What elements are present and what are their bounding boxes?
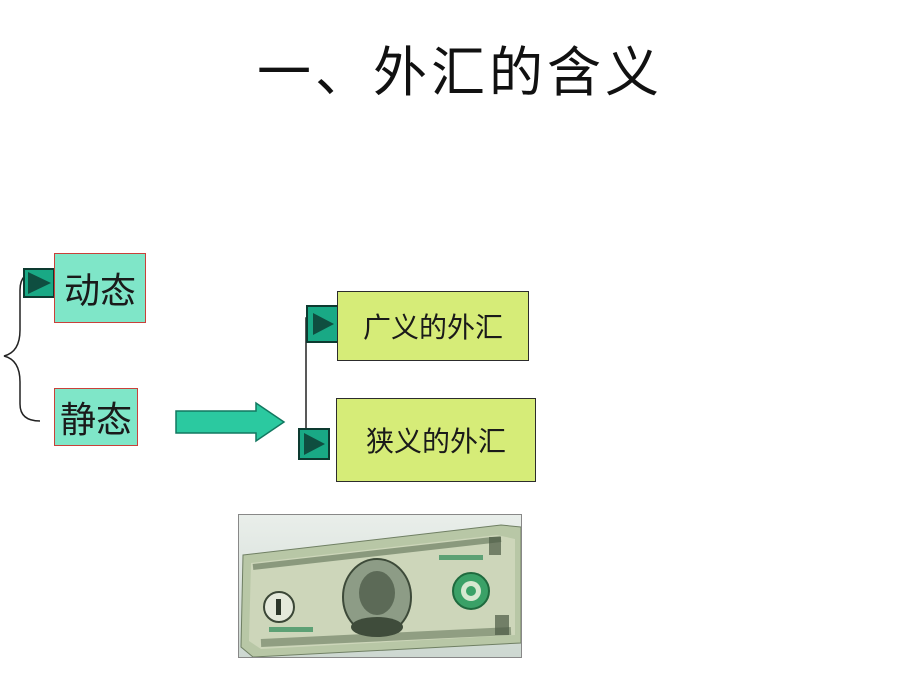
concept-static: 静态: [54, 388, 138, 446]
type-broad: 广义的外汇: [337, 291, 529, 361]
concept-dynamic-label: 动态: [63, 271, 136, 312]
dollar-bill-image: [238, 514, 522, 658]
marker-dynamic-icon: [23, 268, 55, 298]
slide-title: 一、外汇的含义: [257, 41, 663, 104]
marker-narrow-icon: [298, 428, 330, 460]
type-narrow: 狭义的外汇: [336, 398, 536, 482]
concept-static-label: 静态: [59, 400, 132, 441]
marker-broad-icon: [306, 305, 340, 343]
arrow-icon: [175, 401, 286, 443]
left-brace: [3, 270, 41, 422]
concept-dynamic: 动态: [54, 253, 146, 323]
type-narrow-label: 狭义的外汇: [365, 425, 506, 458]
type-broad-label: 广义的外汇: [362, 311, 503, 344]
